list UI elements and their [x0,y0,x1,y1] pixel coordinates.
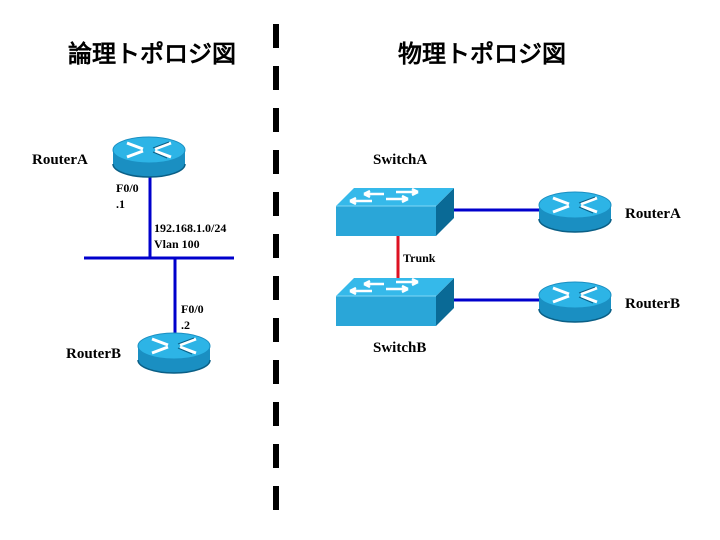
logical-router-b-label: RouterB [66,346,121,362]
physical-topology-title: 物理トポロジ図 [398,40,566,68]
switch-b-icon[interactable] [334,276,456,328]
router-a-interface: F0/0 [116,181,139,195]
physical-router-a-icon[interactable] [537,190,613,234]
segment-network: 192.168.1.0/24 [154,221,226,235]
router-b-address: .2 [181,318,190,332]
logical-router-a-label: RouterA [32,152,88,168]
physical-router-b-label: RouterB [625,296,680,312]
logical-topology-title: 論理トポロジ図 [68,40,236,68]
switch-a-label: SwitchA [373,152,427,168]
router-a-icon[interactable] [111,135,187,179]
router-b-icon[interactable] [136,331,212,375]
trunk-label: Trunk [403,251,436,265]
router-a-address: .1 [116,197,125,211]
switch-a-icon[interactable] [334,186,456,238]
router-b-interface: F0/0 [181,302,204,316]
physical-router-a-label: RouterA [625,206,681,222]
physical-router-b-icon[interactable] [537,280,613,324]
switch-b-label: SwitchB [373,340,426,356]
segment-vlan: Vlan 100 [154,237,200,251]
